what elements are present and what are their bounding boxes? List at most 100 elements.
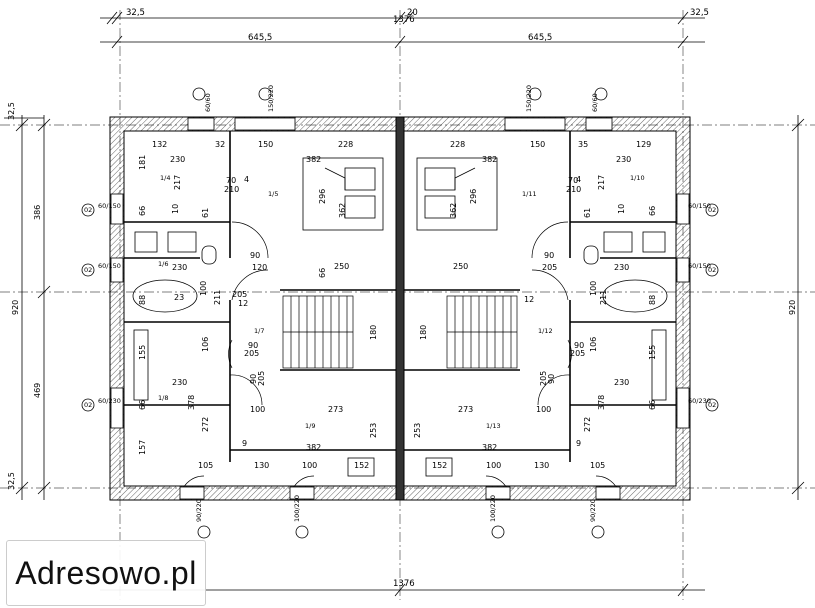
stairs-right	[446, 295, 518, 369]
interior-dim: 106	[201, 337, 210, 352]
bed-left	[302, 157, 384, 231]
room-code: 1/10	[630, 174, 645, 182]
interior-dim: 12	[238, 299, 248, 308]
interior-dimensions-left: 132 32 150 228 230 382 217 70 210 4 296 …	[138, 140, 378, 470]
right-dimension-chain	[791, 115, 805, 500]
interior-dim: 106	[589, 337, 598, 352]
circle-tag: 02	[84, 206, 92, 214]
interior-dim: 205	[542, 263, 557, 272]
interior-dim: 217	[597, 175, 606, 190]
interior-dim: 253	[369, 423, 378, 438]
interior-dim: 61	[201, 208, 210, 218]
dim-left-half: 645,5	[248, 33, 272, 43]
dim-left-bottom-offset: 32,5	[7, 472, 16, 490]
top-dimension-chain	[100, 11, 705, 49]
interior-dim: 273	[458, 405, 473, 414]
interior-dim: 382	[306, 443, 321, 452]
interior-dim: 362	[449, 203, 458, 218]
tag-circles	[81, 87, 719, 539]
interior-dim: 100	[199, 281, 208, 296]
interior-dim: 296	[469, 189, 478, 204]
interior-dim: 105	[590, 461, 605, 470]
window-tag: 60/150	[688, 202, 711, 210]
interior-dim: 9	[242, 439, 247, 448]
circle-tag: 02	[708, 266, 716, 274]
dim-top-overall: 1376	[393, 15, 415, 25]
interior-dim: 152	[354, 461, 369, 470]
interior-dim: 100	[250, 405, 265, 414]
interior-dim: 205	[257, 371, 266, 386]
window-tag: 60/150	[688, 262, 711, 270]
interior-dim: 150	[530, 140, 545, 149]
dim-top-mid: 20	[407, 8, 418, 18]
interior-dim: 88	[138, 295, 147, 305]
top-tag: 150/220	[525, 85, 533, 112]
door-tag: 100/220	[489, 495, 497, 522]
interior-dim: 382	[482, 443, 497, 452]
interior-dim: 66	[138, 206, 147, 216]
dim-top-offset-right: 32,5	[690, 8, 709, 18]
interior-dim: 211	[599, 290, 608, 305]
interior-dim: 150	[258, 140, 273, 149]
stairs-left	[282, 295, 354, 369]
interior-dim: 32	[215, 140, 225, 149]
interior-dim: 230	[172, 263, 187, 272]
interior-dim: 180	[419, 325, 428, 340]
interior-dim: 217	[173, 175, 182, 190]
interior-dim: 4	[576, 175, 581, 184]
interior-dim: 205	[570, 349, 585, 358]
interior-dim: 180	[369, 325, 378, 340]
outer-walls	[109, 116, 691, 501]
interior-dim: 205	[232, 290, 247, 299]
interior-dim: 155	[648, 345, 657, 360]
interior-dim: 211	[213, 290, 222, 305]
interior-dim: 272	[583, 417, 592, 432]
interior-dim: 378	[187, 395, 196, 410]
interior-dim: 250	[334, 262, 349, 271]
interior-dim: 155	[138, 345, 147, 360]
interior-dim: 66	[648, 400, 657, 410]
interior-dim: 35	[578, 140, 588, 149]
interior-dim: 66	[138, 400, 147, 410]
interior-dim: 152	[432, 461, 447, 470]
interior-dim: 90	[248, 341, 258, 350]
watermark-text: Adresowo.pl	[15, 554, 197, 591]
room-code: 1/11	[522, 190, 537, 198]
room-code: 1/8	[158, 394, 168, 402]
interior-dim: 4	[244, 175, 249, 184]
circle-tag: 02	[708, 401, 716, 409]
interior-dim: 382	[306, 155, 321, 164]
interior-dim: 120	[252, 263, 267, 272]
windows	[110, 117, 690, 500]
left-dimension-chain	[4, 115, 51, 500]
interior-dim: 250	[453, 262, 468, 271]
interior-dim: 132	[152, 140, 167, 149]
room-code: 1/13	[486, 422, 501, 430]
interior-dim: 205	[244, 349, 259, 358]
interior-dim: 230	[170, 155, 185, 164]
window-tag: 60/150	[98, 202, 121, 210]
interior-dim: 272	[201, 417, 210, 432]
interior-dim: 253	[413, 423, 422, 438]
dim-left-top-offset: 32,5	[7, 102, 16, 120]
interior-dim: 61	[583, 208, 592, 218]
interior-dim: 100	[302, 461, 317, 470]
room-code: 1/12	[538, 327, 553, 335]
interior-dim: 100	[589, 281, 598, 296]
interior-dim: 210	[566, 185, 581, 194]
circle-tag: 02	[84, 266, 92, 274]
door-tag: 100/220	[293, 495, 301, 522]
window-tag: 60/230	[688, 397, 711, 405]
interior-dimensions-right: 228 150 35 129 382 230 217 70 210 4 296 …	[413, 140, 657, 470]
interior-walls	[124, 131, 676, 462]
interior-dim: 70	[226, 176, 236, 185]
interior-dim: 130	[254, 461, 269, 470]
watermark-logo: Adresowo.pl	[6, 540, 206, 606]
room-code: 1/7	[254, 327, 264, 335]
interior-dim: 230	[616, 155, 631, 164]
interior-dim: 129	[636, 140, 651, 149]
dim-left-total: 920	[11, 300, 20, 315]
bathroom-fixtures	[132, 231, 668, 477]
top-tag: 150/220	[267, 85, 275, 112]
